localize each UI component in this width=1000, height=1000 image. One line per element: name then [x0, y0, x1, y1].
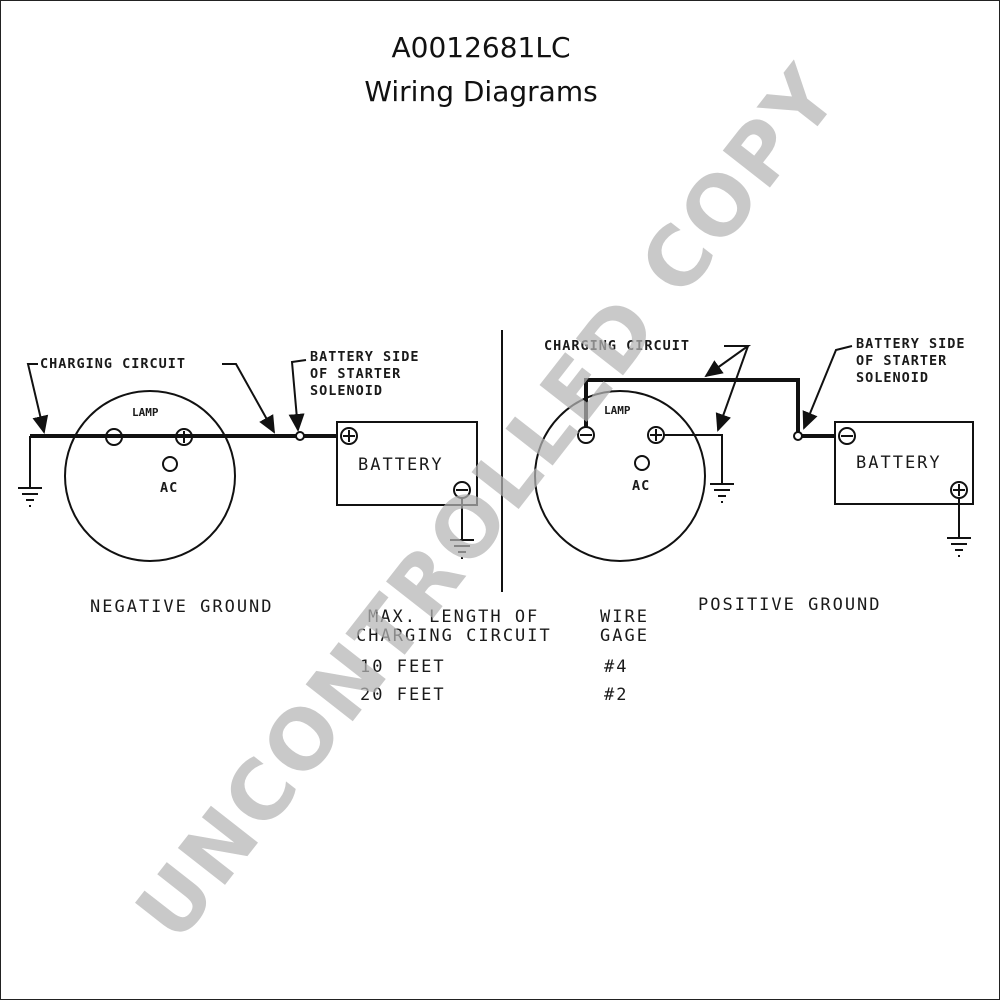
- battery-right: [834, 421, 974, 505]
- alternator-positive-terminal-right: [647, 426, 665, 444]
- battery-positive-terminal-left: [340, 427, 358, 445]
- ac-terminal-left: [162, 456, 178, 472]
- battery-positive-terminal-right: [950, 481, 968, 499]
- battery-negative-terminal-right: [838, 427, 856, 445]
- positive-ground-diagram: AC LAMP BATTERY: [534, 336, 974, 615]
- battery-left: [336, 421, 478, 506]
- alternator-right: [534, 390, 706, 562]
- solenoid-label-left-line2: OF STARTER: [310, 366, 401, 382]
- solenoid-label-left-line3: SOLENOID: [310, 383, 383, 399]
- solenoid-label-right-line2: OF STARTER: [856, 353, 947, 369]
- ground-symbol-left-battery: [450, 539, 474, 559]
- document-subtitle: Wiring Diagrams: [364, 75, 598, 108]
- alternator-left: [64, 390, 236, 562]
- table-header-length-line2: CHARGING CIRCUIT: [356, 626, 552, 646]
- battery-label-left: BATTERY: [358, 455, 444, 475]
- solenoid-junction-left: [295, 431, 305, 441]
- battery-label-right: BATTERY: [856, 453, 942, 473]
- solenoid-label-right-line1: BATTERY SIDE: [856, 336, 966, 352]
- ac-terminal-right: [634, 455, 650, 471]
- solenoid-junction-right: [793, 431, 803, 441]
- document-code: A0012681LC: [391, 31, 571, 64]
- charging-circuit-label-right: CHARGING CIRCUIT: [544, 338, 690, 354]
- ground-symbol-left-alt: [18, 487, 42, 507]
- charging-wire-right: [584, 378, 800, 436]
- positive-ground-caption: POSITIVE GROUND: [698, 595, 882, 615]
- ac-label-right: AC: [632, 478, 650, 494]
- solenoid-label-right-line3: SOLENOID: [856, 370, 929, 386]
- negative-ground-caption: NEGATIVE GROUND: [90, 597, 274, 617]
- lamp-label-right: LAMP: [604, 404, 631, 417]
- lamp-label-left: LAMP: [132, 406, 159, 419]
- table-header-length-line1: MAX. LENGTH OF: [368, 607, 539, 627]
- ground-symbol-right-alt: [710, 483, 734, 503]
- solenoid-label-left-line1: BATTERY SIDE: [310, 349, 420, 365]
- table-row-gage: #2: [604, 685, 628, 705]
- uncontrolled-copy-watermark: UNCONTROLLED COPY: [118, 48, 858, 958]
- charging-circuit-label-left: CHARGING CIRCUIT: [40, 356, 186, 372]
- ac-label-left: AC: [160, 480, 178, 496]
- table-row-gage: #4: [604, 657, 628, 677]
- negative-ground-diagram: AC LAMP BATTERY: [18, 349, 478, 617]
- table-row-length: 20 FEET: [360, 685, 446, 705]
- table-row-length: 10 FEET: [360, 657, 446, 677]
- wire-gage-table: MAX. LENGTH OF CHARGING CIRCUIT WIRE GAG…: [356, 607, 649, 705]
- table-header-gage-line1: WIRE: [600, 607, 649, 627]
- table-header-gage-line2: GAGE: [600, 626, 649, 646]
- ground-symbol-right-battery: [947, 537, 971, 557]
